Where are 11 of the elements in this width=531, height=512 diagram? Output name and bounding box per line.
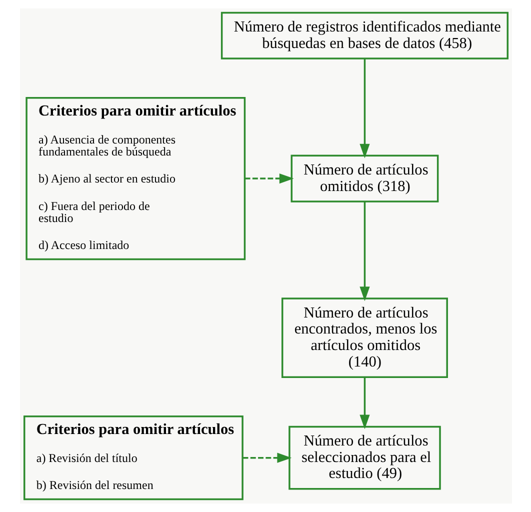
arrow bbox=[242, 452, 292, 463]
arrow bbox=[359, 201, 370, 302]
node-box: Criterios para omitir artículos a) Revisión del título b) Revisión del resumen bbox=[23, 416, 243, 500]
node-box: Número de artículos seleccionados para el estudio (49) bbox=[288, 426, 440, 490]
arrow bbox=[359, 377, 370, 430]
node-box: Número de artículos encontrados, menos los artículos omitidos (140) bbox=[281, 298, 448, 378]
node-box: Número de registros identificados mediante búsquedas en bases de datos (458) bbox=[220, 12, 508, 60]
node-box: Número de artículos omitidos (318) bbox=[290, 154, 438, 202]
node-box: Criterios para omitir artículos a) Ausencia de componentes fundamentales de búsqueda b) Ajeno al sector en estudio c) Fuera del periodo de estudio d) Acceso limitado bbox=[25, 96, 246, 260]
arrow bbox=[359, 58, 370, 158]
arrow bbox=[244, 174, 294, 184]
